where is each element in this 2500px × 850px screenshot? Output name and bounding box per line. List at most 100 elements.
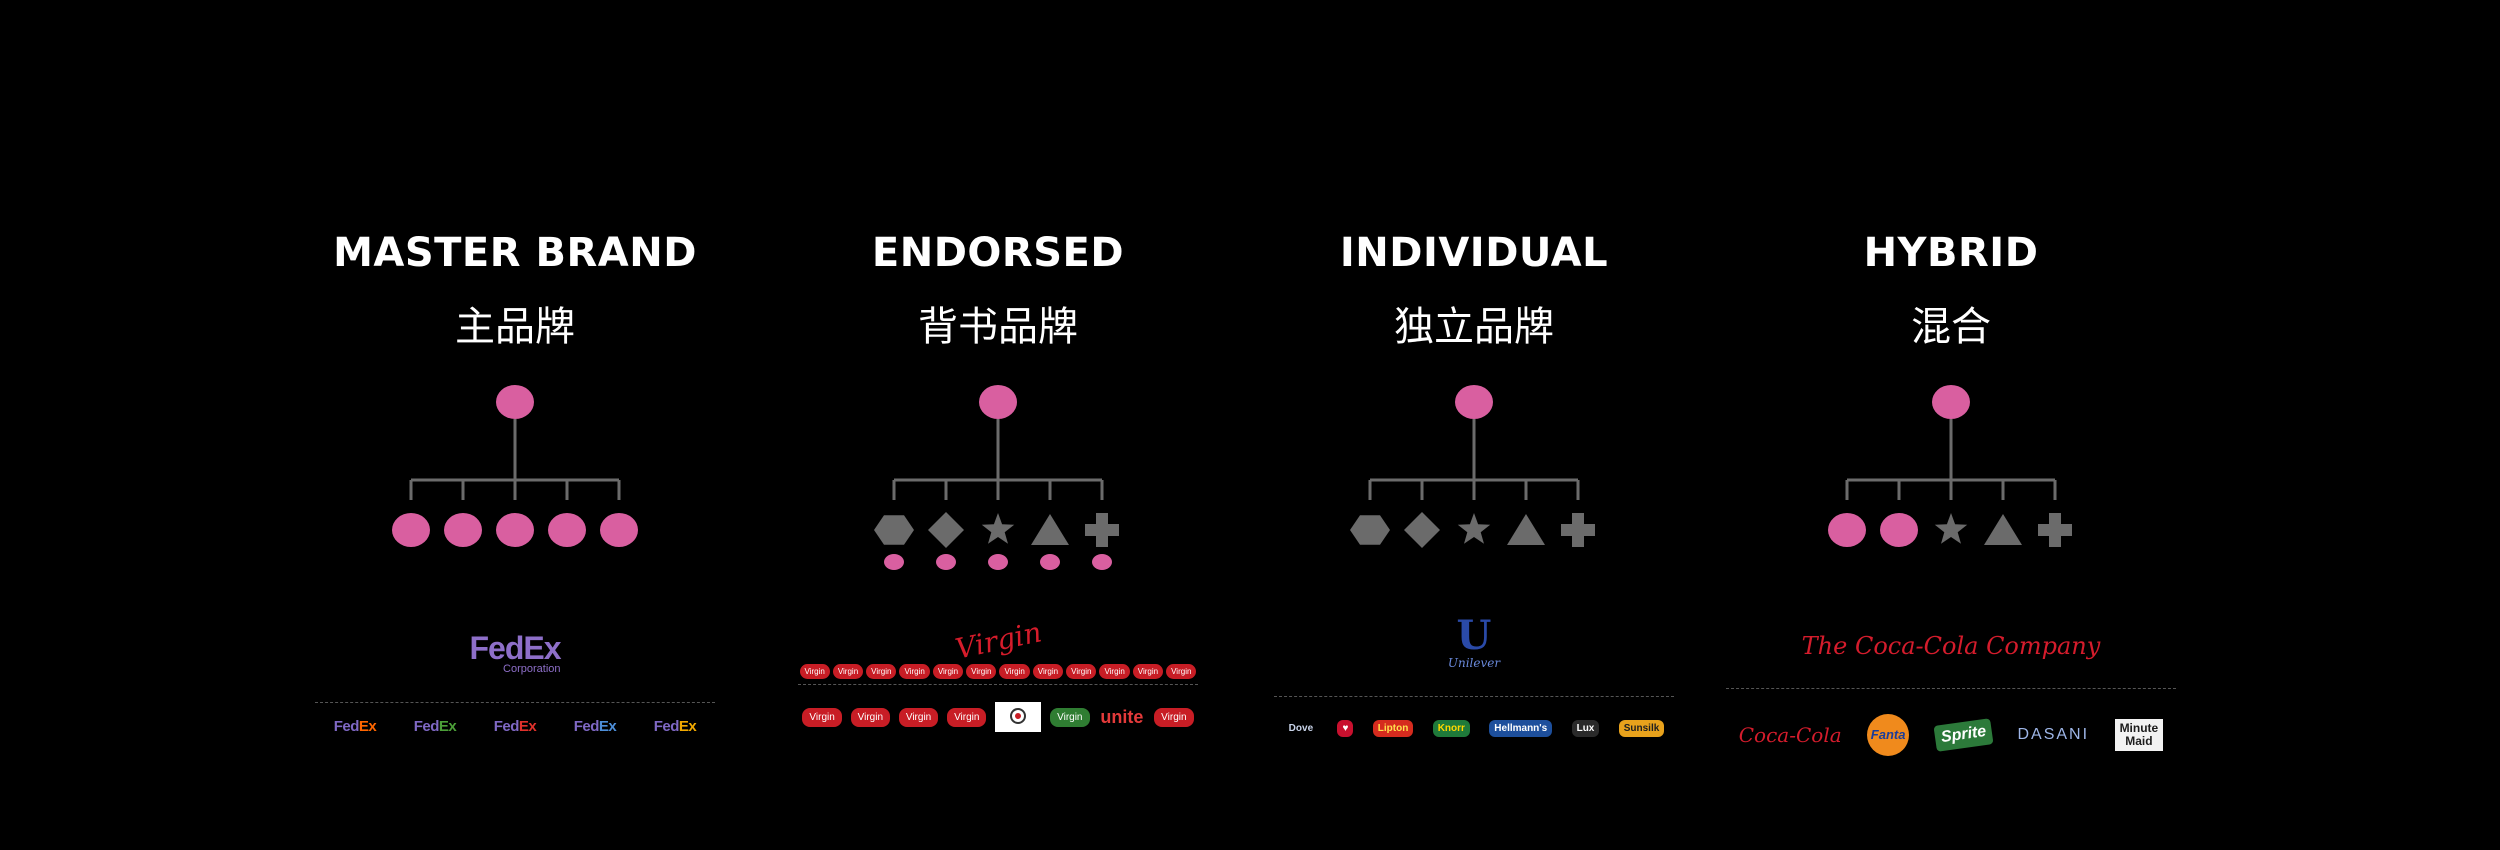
sub-brand-circle-node (444, 513, 482, 547)
virgin-sub-logo: Virgin (1066, 664, 1097, 679)
unilever-sub-logo: ♥ (1337, 720, 1354, 737)
virgin-sub-logo: Virgin (899, 664, 930, 679)
virgin-sub-logo: Virgin (1166, 664, 1197, 679)
master-brand-node (1932, 385, 1970, 419)
logo-area: FedEx Corporation FedEx FedEx FedEx FedE… (315, 620, 715, 780)
sub-brand-diamond-node (928, 512, 964, 548)
virgin-sub-logo: Virgin (1154, 707, 1194, 727)
unilever-sub-logo: Lipton (1372, 720, 1414, 737)
column-title: HYBRID (1863, 230, 2039, 276)
sub-brand-triangle-node (1031, 514, 1069, 545)
column-title: ENDORSED (871, 230, 1125, 276)
endorsement-dot (1092, 554, 1112, 570)
fedex-sub-logo: FedEx (333, 718, 377, 735)
unilever-sub-logo: Sunsilk (1618, 720, 1665, 737)
virgin-sub-logo: Virgin (850, 707, 891, 727)
sub-brand-cross-node (1085, 513, 1119, 547)
coca-cola-company-logo: The Coca-Cola Company (1801, 632, 2101, 660)
virgin-sub-logo: Virgin (932, 664, 964, 679)
minute-maid-logo: Minute Maid (2114, 719, 2164, 751)
unilever-sub-logo: Lux (1571, 720, 1600, 737)
coca-cola-sub-brands: Coca-Cola Fanta Sprite DASANI Minute Mai… (1726, 714, 2176, 756)
column-endorsed: ENDORSED 背书品牌 Virgin Virgin Virgin Virgi… (748, 230, 1248, 790)
virgin-sub-logo: Virgin (966, 664, 997, 679)
column-master-brand: MASTER BRAND 主品牌 FedEx Corporation FedEx… (265, 230, 765, 790)
logo-divider (798, 684, 1198, 685)
sub-brand-circle-node (1828, 513, 1866, 547)
endorsement-dot (936, 554, 956, 570)
virgin-sub-logo: Virgin (1050, 707, 1090, 727)
sub-brand-hexagon-node (874, 515, 914, 545)
logo-area: The Coca-Cola Company Coca-Cola Fanta Sp… (1726, 620, 2176, 780)
column-subtitle: 独立品牌 (1394, 304, 1554, 350)
virgin-sub-logo: Virgin (832, 664, 864, 679)
brand-tree-diagram (874, 385, 1119, 570)
column-subtitle: 主品牌 (455, 304, 575, 350)
fedex-sub-brands: FedEx FedEx FedEx FedEx FedEx (315, 718, 715, 735)
virgin-sub-brands-row-2: Virgin Virgin Virgin Virgin Virgin unite… (798, 702, 1198, 732)
virgin-sub-brands: Virgin Virgin Virgin Virgin Virgin Virgi… (798, 664, 1198, 679)
sub-brand-star-node (981, 513, 1015, 544)
brand-tree-diagram (1828, 385, 2072, 547)
virgin-logo: Virgin (952, 615, 1044, 666)
logo-divider (1274, 696, 1674, 697)
logo-divider (315, 702, 715, 703)
master-brand-node (1455, 385, 1493, 419)
column-individual: INDIVIDUAL 独立品牌 U Unilever Dove ♥ Lipton… (1224, 230, 1724, 790)
virgin-sub-logo: Virgin (866, 664, 897, 679)
sub-brand-diamond-node (1404, 512, 1440, 548)
unite-logo: unite (1100, 706, 1144, 727)
sub-brand-star-node (1457, 513, 1491, 544)
unilever-logo: U Unilever (1447, 612, 1501, 671)
sub-brand-hexagon-node (1350, 515, 1390, 545)
sub-brand-circle-node (600, 513, 638, 547)
logo-area: Virgin Virgin Virgin Virgin Virgin Virgi… (798, 615, 1198, 780)
sprite-logo: Sprite (1933, 718, 1994, 752)
virgin-sub-logo: Virgin (947, 707, 987, 727)
sub-brand-circle-node (496, 513, 534, 547)
unilever-u-icon: U (1456, 612, 1492, 659)
virgin-sub-logo: Virgin (898, 707, 939, 727)
sub-brand-circle-node (392, 513, 430, 547)
column-subtitle: 混合 (1911, 304, 1991, 350)
fanta-logo: Fanta (1867, 714, 1910, 756)
brand-tree-diagram (1350, 385, 1595, 548)
column-title: MASTER BRAND (333, 230, 697, 276)
sub-brand-star-node (1934, 513, 1968, 544)
fedex-sub-logo: FedEx (653, 718, 697, 735)
unilever-sub-brands: Dove ♥ Lipton Knorr Hellmann's Lux Sunsi… (1274, 720, 1674, 737)
unilever-sub-logo: Knorr (1432, 720, 1470, 737)
logo-divider (1726, 688, 2176, 689)
virgin-sub-logo: Virgin (1099, 664, 1130, 679)
virgin-sub-logo: Virgin (799, 664, 830, 679)
fedex-sub-logo: FedEx (573, 718, 617, 735)
sub-brand-cross-node (2038, 513, 2072, 547)
sub-brand-triangle-node (1984, 514, 2022, 545)
virgin-sub-logo: Virgin (1032, 664, 1064, 679)
fedex-corporation-logo: FedEx Corporation (469, 630, 561, 675)
column-hybrid: HYBRID 混合 The Coca-Cola Company Coca-Col… (1701, 230, 2201, 790)
virgin-sub-logo (995, 702, 1042, 732)
virgin-sub-logo: Virgin (802, 707, 842, 727)
master-brand-node (496, 385, 534, 419)
brand-tree-diagram (392, 385, 638, 547)
sub-brand-triangle-node (1507, 514, 1545, 545)
sub-brand-circle-node (1880, 513, 1918, 547)
column-subtitle: 背书品牌 (918, 304, 1078, 350)
master-brand-node (979, 385, 1017, 419)
fedex-sub-logo: FedEx (413, 718, 457, 735)
unilever-sub-logo: Hellmann's (1489, 720, 1553, 737)
fedex-sub-logo: FedEx (493, 718, 537, 735)
sub-brand-circle-node (548, 513, 586, 547)
sub-brand-cross-node (1561, 513, 1595, 547)
logo-area: U Unilever Dove ♥ Lipton Knorr Hellmann'… (1274, 612, 1674, 780)
endorsement-dot (1040, 554, 1060, 570)
endorsement-dot (988, 554, 1008, 570)
dasani-logo: DASANI (2017, 726, 2090, 743)
unilever-sub-logo: Dove (1288, 723, 1314, 734)
coca-cola-logo: Coca-Cola (1738, 723, 1842, 747)
column-title: INDIVIDUAL (1339, 230, 1609, 276)
endorsement-dot (884, 554, 904, 570)
virgin-sub-logo: Virgin (1132, 664, 1164, 679)
badge-icon (1010, 708, 1027, 724)
